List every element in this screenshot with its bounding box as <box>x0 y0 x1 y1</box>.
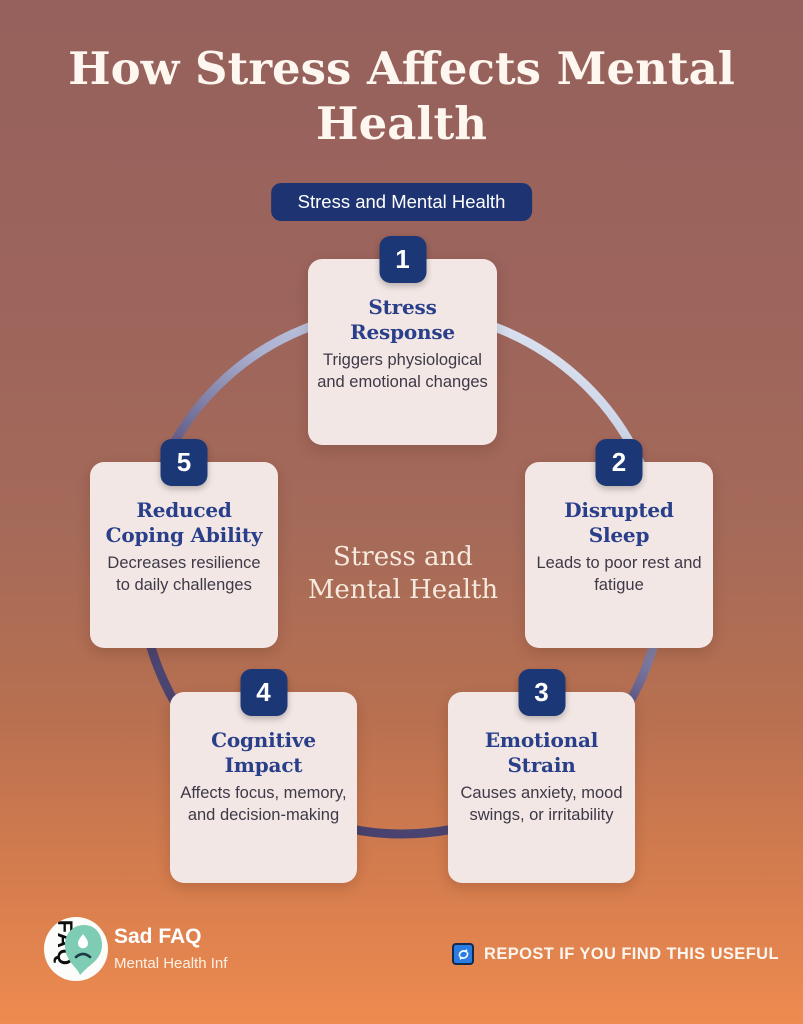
step-number-badge: 1 <box>379 236 426 283</box>
page-title: How Stress Affects Mental Health <box>68 42 735 150</box>
step-description: Triggers physiological and emotional cha… <box>317 351 488 391</box>
step-description: Affects focus, memory, and decision-maki… <box>180 784 347 824</box>
step-description: Leads to poor rest and fatigue <box>536 554 702 594</box>
center-label: Stress and Mental Health <box>307 542 499 606</box>
step-card-4: 4 Cognitive Impact Affects focus, memory… <box>170 669 357 883</box>
brand-name: Sad FAQ <box>114 925 202 948</box>
brand-subtitle: Mental Health Inf <box>114 955 228 972</box>
brand-logo: FAQ <box>44 917 108 981</box>
step-number-badge: 5 <box>160 439 208 486</box>
step-heading: Stress Response <box>350 295 455 344</box>
step-heading: Reduced Coping Ability <box>105 498 263 547</box>
repost-arrows-icon <box>452 943 474 965</box>
step-number-badge: 2 <box>595 439 643 486</box>
step-description: Decreases resilience to daily challenges <box>107 554 261 594</box>
step-description: Causes anxiety, mood swings, or irritabi… <box>460 784 623 824</box>
repost-callout: REPOST IF YOU FIND THIS USEFUL <box>452 943 779 965</box>
step-card-2: 2 Disrupted Sleep Leads to poor rest and… <box>525 439 713 648</box>
repost-text: REPOST IF YOU FIND THIS USEFUL <box>484 944 779 963</box>
step-number-badge: 3 <box>518 669 565 716</box>
step-heading: Disrupted Sleep <box>564 498 674 547</box>
step-heading: Cognitive Impact <box>211 728 316 777</box>
step-card-1: 1 Stress Response Triggers physiological… <box>308 236 497 445</box>
topic-badge: Stress and Mental Health <box>270 183 533 221</box>
step-heading: Emotional Strain <box>484 728 599 777</box>
step-card-5: 5 Reduced Coping Ability Decreases resil… <box>90 439 278 648</box>
step-card-3: 3 Emotional Strain Causes anxiety, mood … <box>448 669 635 883</box>
step-number-badge: 4 <box>240 669 287 716</box>
sad-face-teardrop-icon <box>62 923 104 981</box>
